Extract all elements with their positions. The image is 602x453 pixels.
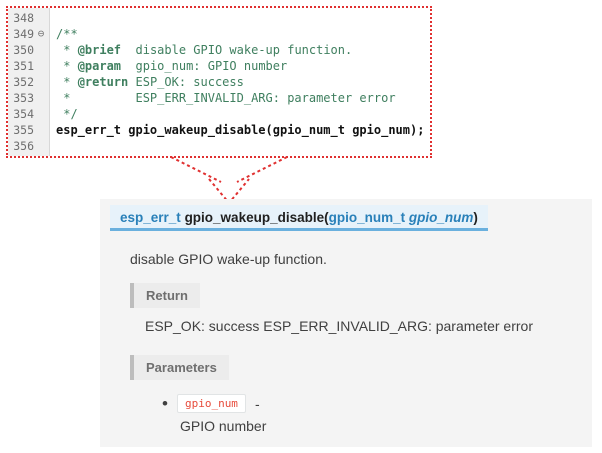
signature-function-name: gpio_wakeup_disable — [184, 210, 325, 225]
code-segment-comment: /** — [56, 27, 78, 41]
gutter-line: 355 — [8, 122, 49, 138]
line-number: 351 — [13, 59, 34, 73]
code-segment-tag: @brief — [77, 43, 122, 57]
parameter-description: GPIO number — [180, 418, 267, 434]
line-number: 354 — [13, 107, 34, 121]
code-line: * @return ESP_OK: success — [56, 74, 430, 90]
line-number: 350 — [13, 43, 34, 57]
code-segment-comment: ESP_OK: success — [128, 75, 244, 89]
signature-param-name: gpio_num — [408, 210, 474, 225]
docs-panel: esp_err_t gpio_wakeup_disable(gpio_num_t… — [100, 199, 592, 447]
fold-spacer — [34, 90, 48, 106]
parameters-rubric: Parameters — [130, 355, 229, 380]
fold-spacer — [34, 122, 48, 138]
gutter-line: 353 — [8, 90, 49, 106]
return-rubric: Return — [130, 283, 200, 308]
gutter-line: 354 — [8, 106, 49, 122]
gutter-line: 350 — [8, 42, 49, 58]
code-line: * @brief disable GPIO wake-up function. — [56, 42, 430, 58]
code-segment-comment: * — [56, 75, 78, 89]
fold-spacer — [34, 58, 48, 74]
fold-spacer — [34, 10, 48, 26]
fold-spacer — [34, 74, 48, 90]
code-line: */ — [56, 106, 430, 122]
line-number: 349 — [13, 27, 34, 41]
fold-spacer — [34, 106, 48, 122]
fold-spacer — [34, 42, 48, 58]
gutter-line: 348 — [8, 10, 49, 26]
line-number: 355 — [13, 123, 34, 137]
code-segment-tag: @return — [77, 75, 129, 89]
return-text: ESP_OK: success ESP_ERR_INVALID_ARG: par… — [145, 318, 533, 334]
gutter-line: 349⊖ — [8, 26, 49, 42]
function-description: disable GPIO wake-up function. — [130, 251, 327, 267]
bullet-icon: • — [162, 393, 168, 413]
code-line: esp_err_t gpio_wakeup_disable(gpio_num_t… — [56, 122, 430, 138]
code-segment-code: esp_err_t gpio_wakeup_disable(gpio_num_t… — [56, 123, 425, 137]
code-segment-comment: disable GPIO wake-up function. — [121, 43, 353, 57]
fold-toggle-icon[interactable]: ⊖ — [37, 27, 45, 40]
line-number: 356 — [13, 139, 34, 153]
fold-spacer — [34, 138, 48, 154]
code-line: * ESP_ERR_INVALID_ARG: parameter error — [56, 90, 430, 106]
gutter-line: 352 — [8, 74, 49, 90]
code-segment-comment: * — [56, 43, 78, 57]
line-number: 348 — [13, 11, 34, 25]
code-segment-comment: gpio_num: GPIO number — [121, 59, 288, 73]
code-line: /** — [56, 26, 430, 42]
code-segment-comment: */ — [56, 107, 78, 121]
code-line — [56, 10, 430, 26]
parameter-name-chip: gpio_num — [176, 394, 246, 413]
code-segment-comment: * ESP_ERR_INVALID_ARG: parameter error — [56, 91, 396, 105]
gutter-line: 356 — [8, 138, 49, 154]
code-lines[interactable]: /** * @brief disable GPIO wake-up functi… — [50, 8, 430, 156]
line-number: 353 — [13, 91, 34, 105]
function-signature: esp_err_t gpio_wakeup_disable(gpio_num_t… — [110, 205, 488, 231]
line-number: 352 — [13, 75, 34, 89]
gutter-line: 351 — [8, 58, 49, 74]
signature-paren-close: ) — [473, 210, 478, 225]
signature-paren-open: ( — [324, 210, 329, 225]
code-line — [56, 138, 430, 154]
code-segment-tag: @param — [77, 59, 122, 73]
signature-param-type: gpio_num_t — [328, 210, 406, 225]
parameter-list-item: • gpio_num - — [162, 394, 260, 413]
code-segment-comment: * — [56, 59, 78, 73]
code-line: * @param gpio_num: GPIO number — [56, 58, 430, 74]
signature-return-type: esp_err_t — [120, 210, 181, 225]
parameter-dash: - — [254, 395, 260, 412]
